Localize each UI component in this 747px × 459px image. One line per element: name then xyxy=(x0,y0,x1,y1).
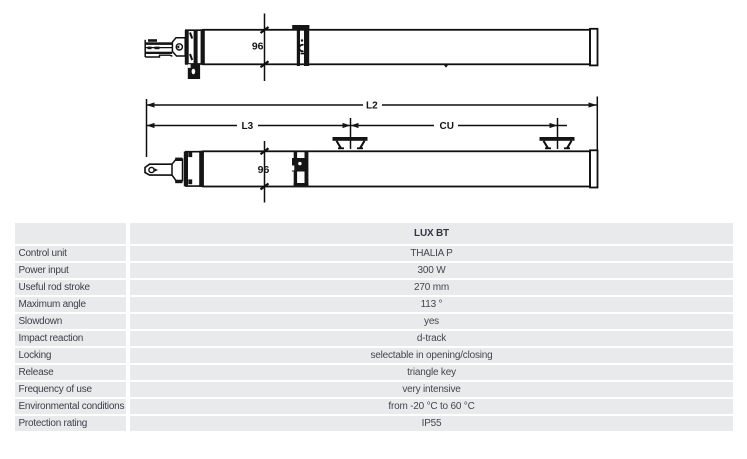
svg-text:L2: L2 xyxy=(366,101,378,112)
svg-text:CU: CU xyxy=(440,121,454,132)
svg-text:L3: L3 xyxy=(242,121,254,132)
svg-text:96: 96 xyxy=(252,41,264,53)
svg-text:96: 96 xyxy=(258,164,270,176)
